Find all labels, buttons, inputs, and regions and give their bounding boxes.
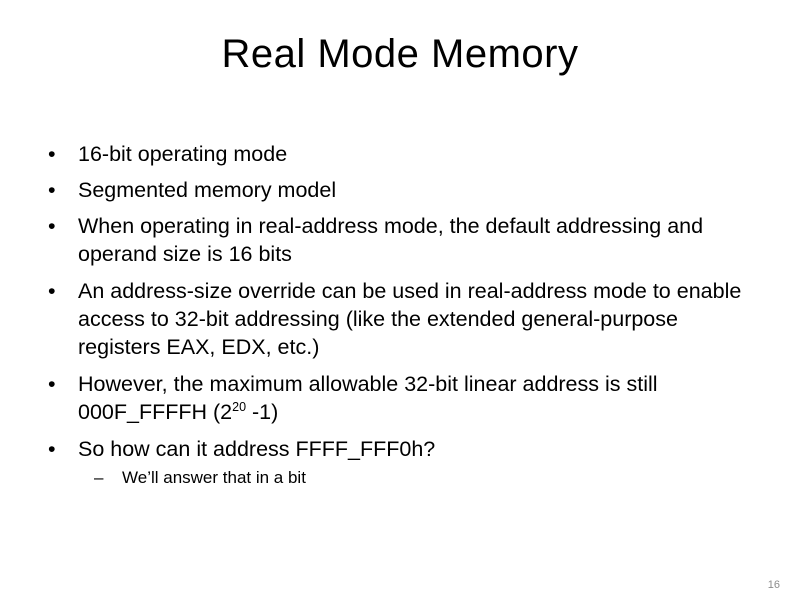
bullet-marker-icon: • xyxy=(48,437,56,461)
bullet-text: Segmented memory model xyxy=(78,178,337,202)
dash-marker-icon: – xyxy=(94,468,104,487)
bullet-text-tail: -1) xyxy=(246,400,279,424)
bullet-text: 16-bit operating mode xyxy=(78,142,288,166)
bullet-text: So how can it address FFFF_FFF0h? xyxy=(78,437,436,461)
sub-bullet-list: – We’ll answer that in a bit xyxy=(78,466,760,490)
list-item: • 16-bit operating mode xyxy=(44,140,760,168)
bullet-text: When operating in real-address mode, the… xyxy=(78,214,704,266)
page-number: 16 xyxy=(767,579,780,591)
list-item: • An address-size override can be used i… xyxy=(44,277,760,361)
bullet-text: An address-size override can be used in … xyxy=(78,279,742,359)
bullet-marker-icon: • xyxy=(48,214,56,238)
bullet-list: • 16-bit operating mode • Segmented memo… xyxy=(44,140,760,490)
bullet-marker-icon: • xyxy=(48,142,56,166)
list-item: • So how can it address FFFF_FFF0h? – We… xyxy=(44,435,760,490)
bullet-marker-icon: • xyxy=(48,178,56,202)
exponent-superscript: 20 xyxy=(232,399,247,414)
sub-bullet-text: We’ll answer that in a bit xyxy=(122,468,306,487)
bullet-marker-icon: • xyxy=(48,279,56,303)
list-item: • Segmented memory model xyxy=(44,176,760,204)
list-item: • When operating in real-address mode, t… xyxy=(44,212,760,268)
list-item: • However, the maximum allowable 32-bit … xyxy=(44,370,760,426)
bullet-marker-icon: • xyxy=(48,372,56,396)
bullet-text: However, the maximum allowable 32-bit li… xyxy=(78,372,658,424)
bullet-text-main: However, the maximum allowable 32-bit li… xyxy=(78,372,658,424)
page-title: Real Mode Memory xyxy=(221,32,579,76)
slide-body: • 16-bit operating mode • Segmented memo… xyxy=(44,140,760,499)
sub-list-item: – We’ll answer that in a bit xyxy=(92,466,760,490)
